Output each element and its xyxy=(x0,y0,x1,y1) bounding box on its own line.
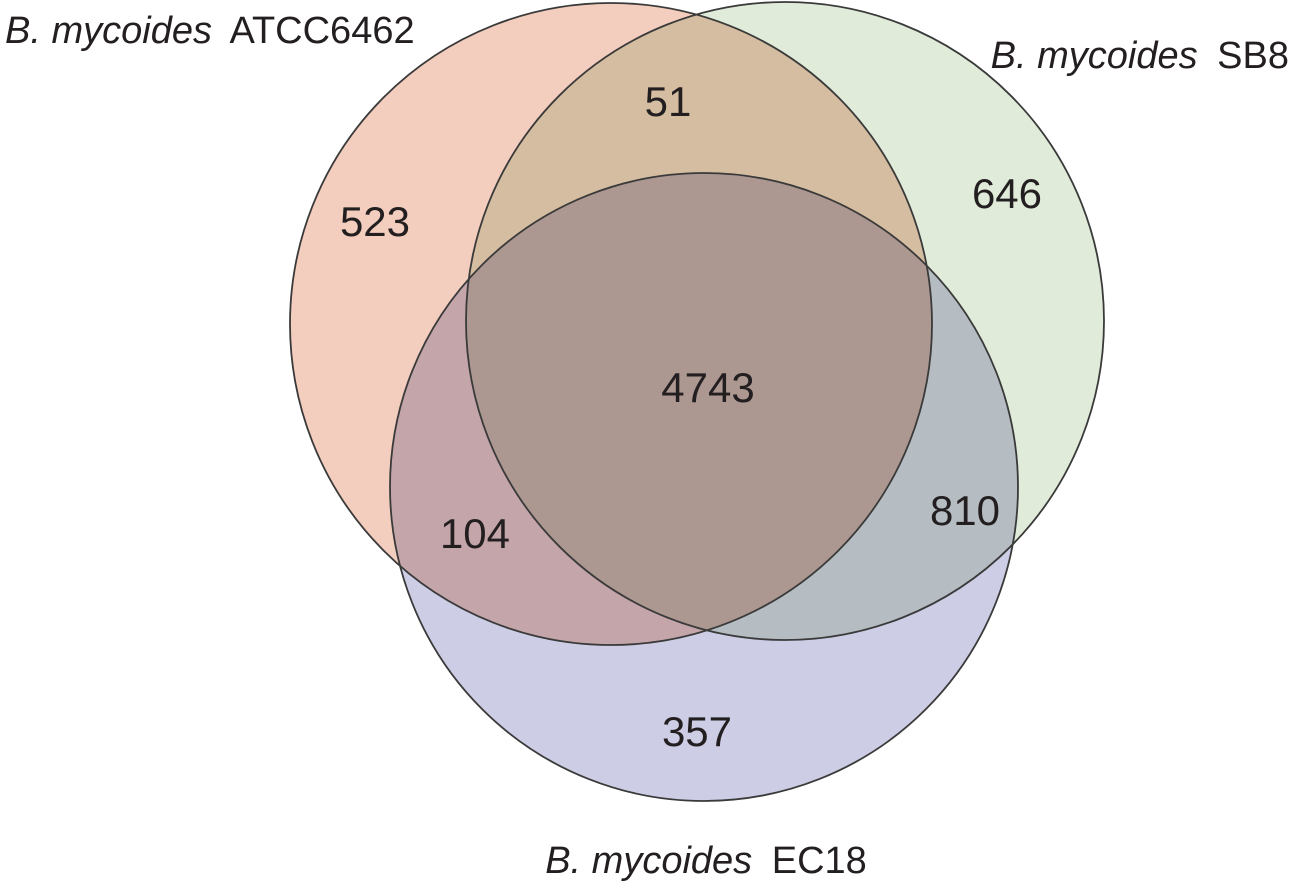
count-atcc-sb8: 51 xyxy=(645,78,692,125)
circle-outline-sb8 xyxy=(465,1,1105,641)
circle-fill-ec18 xyxy=(390,173,1018,801)
label-atcc6462-strain: ATCC6462 xyxy=(229,10,414,52)
count-atcc-ec18: 104 xyxy=(440,510,510,557)
circle-outline-ec18 xyxy=(389,172,1019,802)
count-all-three: 4743 xyxy=(661,364,754,411)
label-sb8: B. mycoides SB8 xyxy=(991,35,1289,77)
label-ec18: B. mycoides EC18 xyxy=(545,840,867,882)
venn-set-labels: B. mycoides ATCC6462 B. mycoides SB8 B. … xyxy=(5,10,1289,882)
label-ec18-strain: EC18 xyxy=(772,840,867,882)
count-sb8-only: 646 xyxy=(972,170,1042,217)
count-ec18-only: 357 xyxy=(662,708,732,755)
venn-outlines xyxy=(289,1,1105,802)
venn-fills xyxy=(290,2,1104,801)
count-atcc-only: 523 xyxy=(340,198,410,245)
label-atcc6462-species: B. mycoides xyxy=(5,10,212,52)
venn-counts: 523 646 357 51 104 810 4743 xyxy=(340,78,1042,755)
circle-outline-atcc6462 xyxy=(289,2,933,646)
label-ec18-species: B. mycoides xyxy=(545,840,752,882)
count-sb8-ec18: 810 xyxy=(930,487,1000,534)
label-sb8-strain: SB8 xyxy=(1217,35,1289,77)
label-atcc6462: B. mycoides ATCC6462 xyxy=(5,10,415,52)
label-sb8-species: B. mycoides xyxy=(991,35,1198,77)
